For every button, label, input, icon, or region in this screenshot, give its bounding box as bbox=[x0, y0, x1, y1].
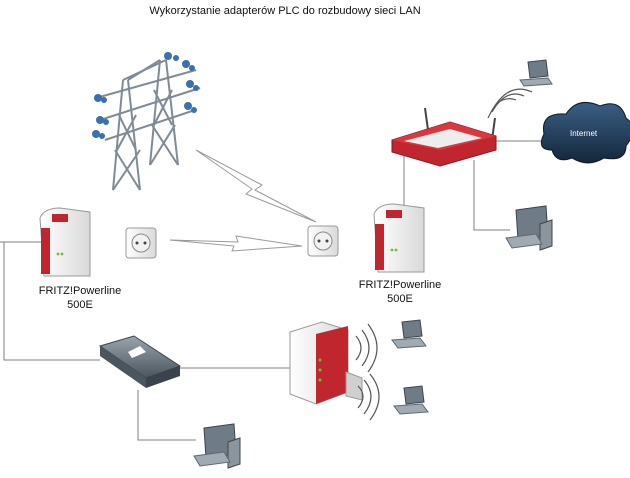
plc-right-name: FRITZ!Powerline bbox=[358, 279, 442, 291]
internet-label: Internet bbox=[570, 129, 598, 138]
insulator-icons bbox=[92, 52, 199, 139]
cable-router-to-pc bbox=[473, 160, 510, 231]
internet-cloud-icon bbox=[540, 101, 630, 164]
diagram-title: Wykorzystanie adapterów PLC do rozbudowy… bbox=[149, 5, 421, 17]
wifi-repeater-icon bbox=[289, 321, 363, 405]
desktop-pc-icon-right bbox=[505, 205, 553, 251]
plc-left-model: 500E bbox=[67, 299, 93, 311]
plc-left-name: FRITZ!Powerline bbox=[38, 285, 122, 297]
desktop-pc-icon-bottom bbox=[193, 423, 241, 469]
plc-left-label: FRITZ!Powerline 500E bbox=[10, 284, 150, 312]
power-pylon-icon bbox=[95, 59, 201, 191]
cable-left-to-switch bbox=[3, 242, 100, 361]
cables bbox=[0, 140, 548, 441]
socket-right-icon bbox=[307, 225, 339, 257]
network-switch-icon bbox=[98, 335, 182, 388]
powerline-signal-icons bbox=[169, 149, 317, 252]
wifi-waves-icon bbox=[355, 88, 533, 421]
cable-switch-to-pc bbox=[137, 390, 196, 441]
plc-right-label: FRITZ!Powerline 500E bbox=[340, 278, 460, 306]
router-icon bbox=[391, 107, 497, 167]
socket-left-icon bbox=[125, 227, 157, 259]
plc-right-model: 500E bbox=[387, 293, 413, 305]
plc-adapter-right-icon bbox=[373, 203, 425, 273]
laptop-icon-bottom bbox=[393, 385, 429, 415]
bolt-left-to-right bbox=[169, 235, 303, 252]
bolt-tower-to-right bbox=[195, 149, 317, 223]
plc-adapter-left-icon bbox=[39, 207, 91, 277]
laptop-icon-middle bbox=[391, 319, 427, 349]
laptop-icon-top-right bbox=[519, 59, 553, 87]
